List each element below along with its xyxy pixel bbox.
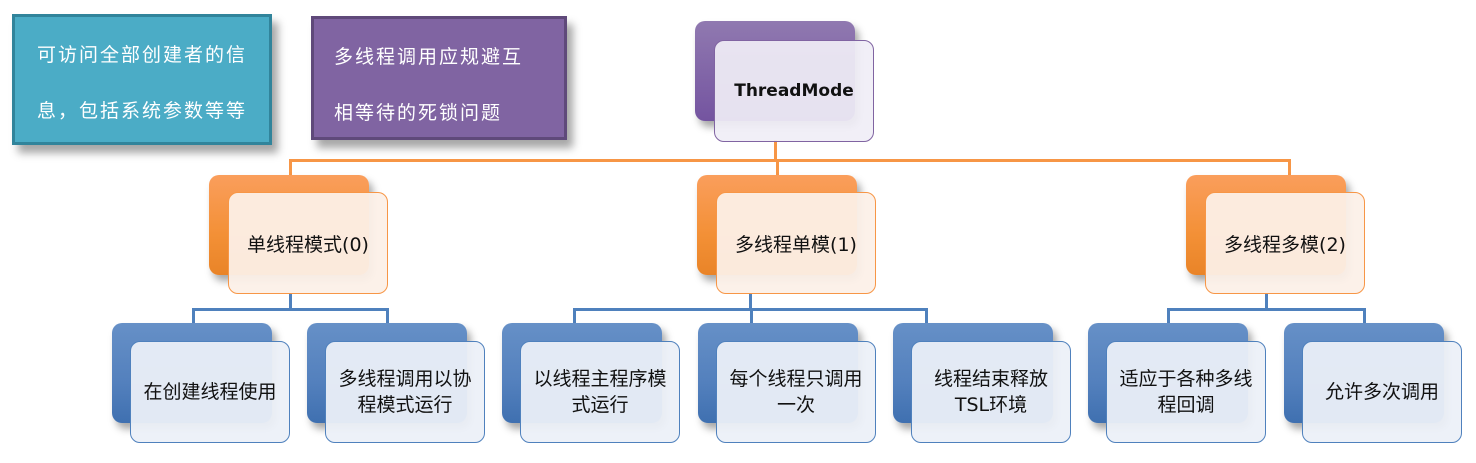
connector-mode1-vertical (749, 294, 752, 310)
note-line: 多线程调用应规避互 (334, 46, 524, 68)
leaf-label: 以线程主程序模式运行 (520, 341, 680, 443)
connector-leaf (750, 308, 753, 324)
connector-mode2-vertical (1265, 294, 1268, 310)
connector-mode-2 (1288, 159, 1291, 179)
note-line: 息，包括系统参数等等 (37, 100, 248, 122)
leaf-label: 线程结束释放TSL环境 (911, 341, 1071, 443)
note-deadlock: 多线程调用应规避互 相等待的死锁问题 (311, 16, 567, 140)
connector-mode0-vertical (289, 294, 292, 310)
leaf-label: 适应于各种多线程回调 (1106, 341, 1266, 443)
root-label: ThreadMode (714, 40, 874, 142)
mode-label: 多线程多模(2) (1205, 192, 1365, 294)
leaf-label: 多线程调用以协程模式运行 (325, 341, 485, 443)
leaf-label: 每个线程只调用一次 (716, 341, 876, 443)
connector-mode-1 (776, 159, 779, 179)
connector-root-vertical (774, 140, 777, 160)
connector-leaf (925, 308, 928, 324)
connector-root-horizontal (289, 159, 1290, 162)
leaf-label: 允许多次调用 (1302, 341, 1462, 443)
note-shared-info: 可访问全部创建者的信 息，包括系统参数等等 (12, 14, 272, 145)
connector-leaf (1363, 308, 1366, 324)
connector-leaf (573, 308, 576, 324)
mode-label: 多线程单模(1) (716, 192, 876, 294)
connector-leaf (386, 308, 389, 324)
connector-mode0-horizontal (192, 308, 388, 311)
connector-mode-0 (289, 159, 292, 179)
connector-leaf (1167, 308, 1170, 324)
note-line: 相等待的死锁问题 (334, 102, 503, 124)
connector-leaf (192, 308, 195, 324)
connector-mode2-horizontal (1167, 308, 1366, 311)
leaf-label: 在创建线程使用 (130, 341, 290, 443)
mode-label: 单线程模式(0) (228, 192, 388, 294)
note-line: 可访问全部创建者的信 (37, 44, 248, 66)
